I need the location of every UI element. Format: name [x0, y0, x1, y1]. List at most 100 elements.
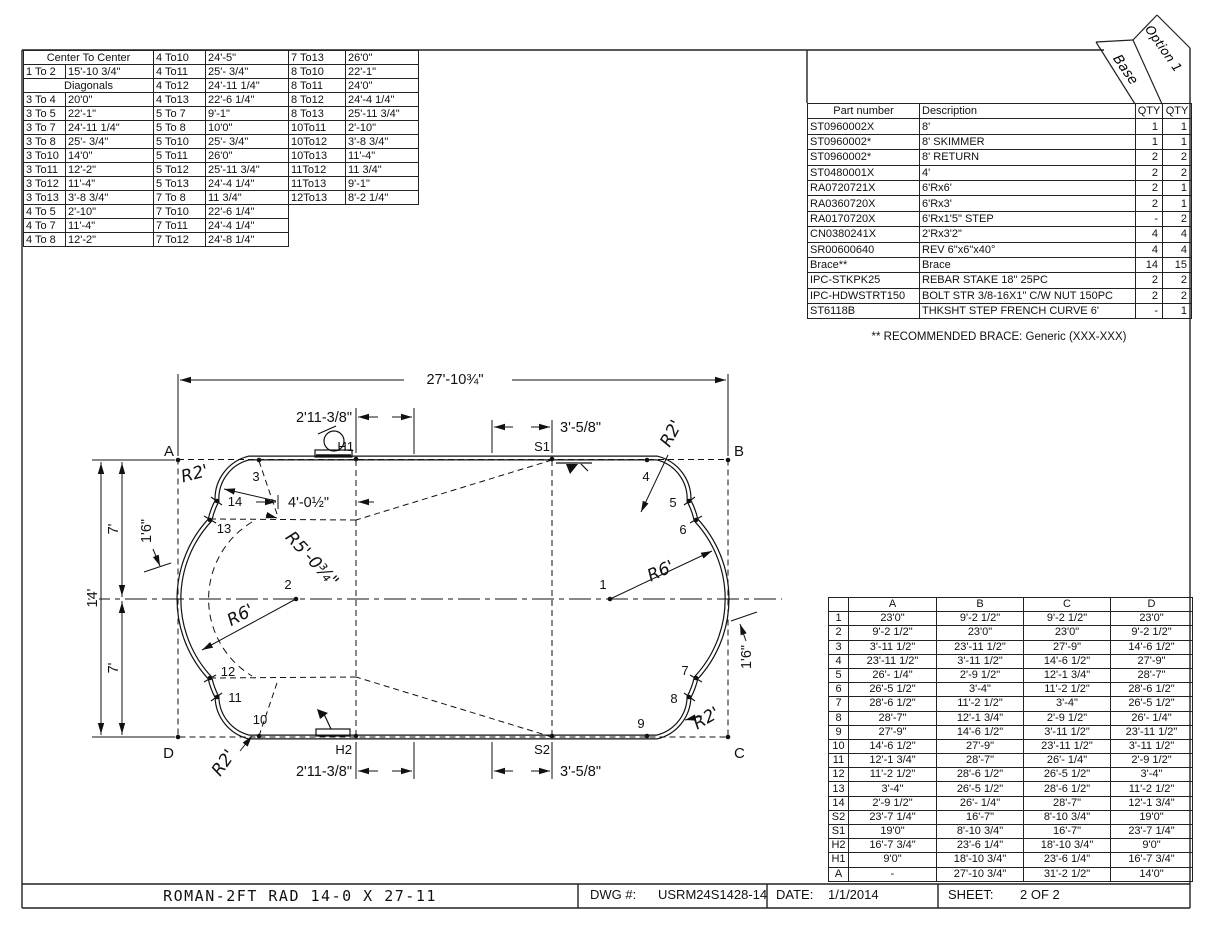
table-cell: 16'-7" — [936, 809, 1024, 826]
table-cell: 28'-6 1/2" — [848, 696, 937, 712]
table-cell: THKSHT STEP FRENCH CURVE 6' — [919, 303, 1136, 320]
table-cell: 28'-6 1/2" — [1023, 781, 1111, 797]
fitting-label-s2: S2 — [534, 742, 550, 757]
parts-table-corner-band — [1095, 14, 1191, 105]
table-cell: 23'0" — [848, 611, 937, 627]
column-header — [828, 596, 849, 613]
table-cell: 3 — [828, 639, 849, 655]
point-label-8: 8 — [670, 691, 677, 706]
table-cell: 22'-1" — [64, 106, 155, 121]
table-cell: ST6118B — [807, 303, 920, 320]
table-cell: 9 — [828, 724, 849, 740]
table-cell: 11'-4" — [64, 218, 155, 233]
table-cell: 8' RETURN — [919, 149, 1136, 166]
table-cell: 26'- 1/4" — [936, 795, 1024, 811]
table-cell: 1 — [1162, 118, 1192, 135]
radius-corner-label-br: R2' — [690, 703, 724, 734]
table-cell: 23'-11 1/2" — [1023, 738, 1111, 755]
table-cell: 2 — [1135, 179, 1163, 197]
table-cell: 10'0" — [205, 120, 289, 135]
table-cell: 11'-2 1/2" — [1110, 781, 1193, 797]
fitting-label-h2: H2 — [335, 742, 352, 757]
table-cell: 2 — [1135, 149, 1163, 166]
point-label-11: 11 — [228, 690, 242, 705]
table-cell: 8 — [828, 710, 849, 726]
date-label: DATE: — [776, 887, 814, 902]
table-cell: 26'-5 1/2" — [848, 682, 937, 698]
table-cell: 2 — [1135, 287, 1163, 305]
table-row: A-27'-10 3/4"31'-2 1/2"14'0" — [828, 866, 1193, 882]
table-header-cell: Diagonals — [22, 78, 155, 93]
table-cell: 12 — [828, 767, 849, 783]
table-cell: 2 — [1135, 195, 1163, 212]
table-cell: 1 — [1162, 303, 1192, 320]
table-cell: 9'-2 1/2" — [1110, 625, 1193, 641]
table-cell: 12To13 — [288, 190, 346, 205]
dim-step-width: 4'-0½" — [288, 495, 329, 511]
table-cell: 15'-10 3/4" — [64, 64, 155, 79]
table-cell: 24'-11 1/4" — [64, 120, 155, 135]
table-cell: 14'0" — [64, 148, 155, 163]
table-cell: 7 To13 — [288, 50, 346, 65]
table-cell: IPC-STKPK25 — [807, 272, 920, 289]
table-cell: Brace — [919, 256, 1136, 274]
table-cell: 2'Rx3'2" — [919, 226, 1136, 243]
radius-main-label-right: R6' — [644, 557, 677, 587]
table-cell: 25'-11 3/4" — [345, 106, 419, 121]
table-cell: 1 — [1162, 179, 1192, 197]
column-header: C — [1023, 596, 1111, 613]
table-cell: 2 — [1162, 164, 1192, 181]
table-cell: 3 To10 — [23, 148, 66, 163]
table-cell: 3'-4" — [1023, 696, 1111, 712]
table-cell: 28'-7" — [1110, 667, 1193, 684]
table-cell: 3'-11 1/2" — [1023, 724, 1111, 740]
column-header: QTY — [1135, 102, 1163, 120]
table-cell: 9'-1" — [345, 176, 419, 191]
dim-return-offset-top: 3'-5/8" — [560, 420, 601, 436]
table-cell: 25'- 3/4" — [64, 134, 155, 149]
dwg-number-value: USRM24S1428-14 — [658, 887, 768, 902]
brace-footnote: ** RECOMMENDED BRACE: Generic (XXX-XXX) — [871, 331, 1127, 343]
table-cell: 4 — [1135, 226, 1163, 243]
column-header: Part number — [807, 102, 920, 120]
table-cell: ST0960002X — [807, 118, 920, 135]
table-cell: 25'- 3/4" — [205, 64, 289, 79]
table-cell: 1 — [1162, 195, 1192, 212]
date-value: 1/1/2014 — [828, 887, 879, 902]
radius-corner-label-bl: R2' — [208, 746, 240, 780]
dim-return-offset-bottom: 3'-5/8" — [560, 764, 601, 780]
table-cell: 11To13 — [288, 176, 346, 191]
table-cell: 10To12 — [288, 134, 346, 149]
table-cell: 2'-10" — [64, 204, 155, 219]
table-cell: 8 To13 — [288, 106, 346, 121]
table-cell: 3'-4" — [1110, 767, 1193, 783]
table-cell: 2 — [828, 625, 849, 641]
point-label-9: 9 — [637, 716, 644, 731]
table-cell: 24'-4 1/4" — [205, 176, 289, 191]
table-cell: 23'-11 1/2" — [1110, 724, 1193, 740]
table-cell: 28'-6 1/2" — [936, 767, 1024, 783]
table-cell: 10To11 — [288, 120, 346, 135]
dimension-lines — [97, 376, 747, 775]
